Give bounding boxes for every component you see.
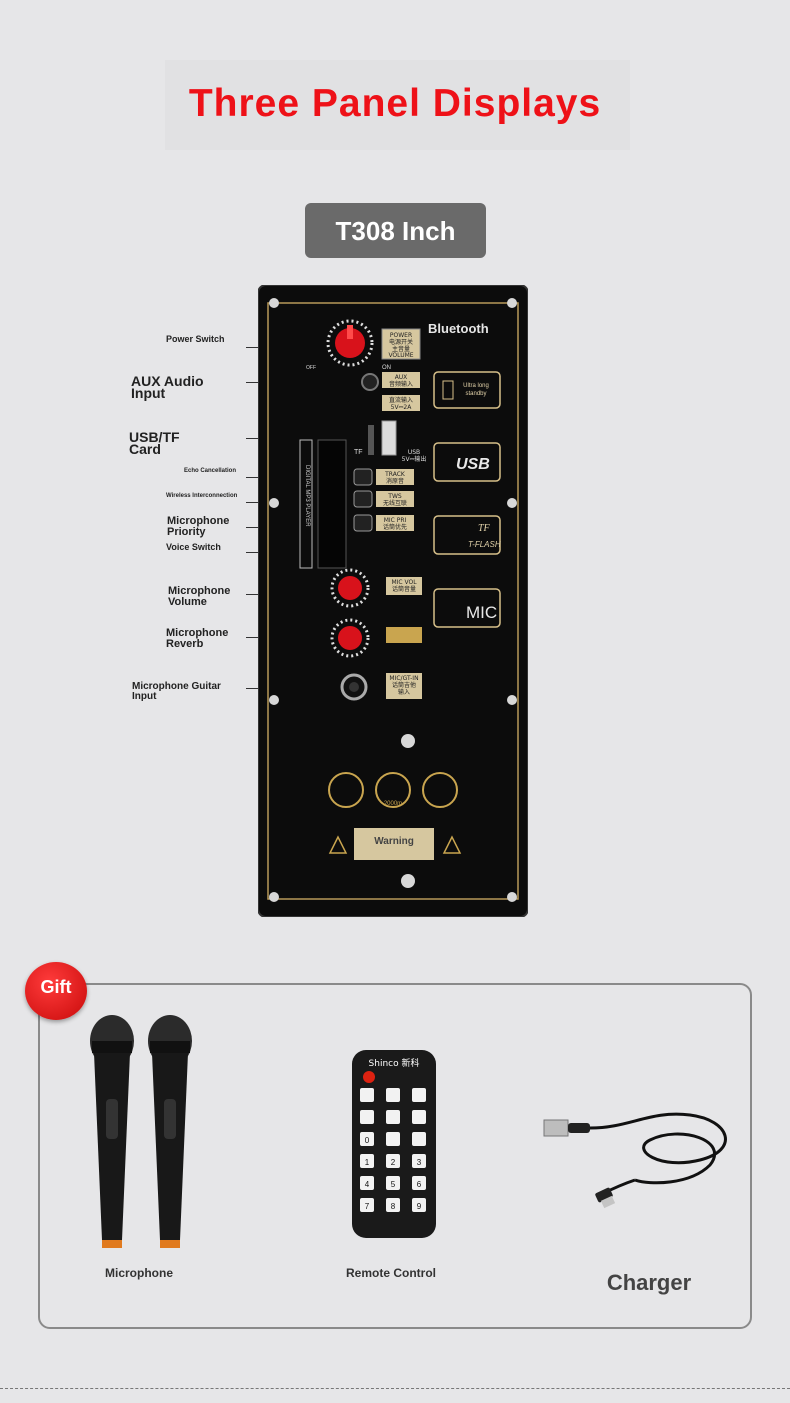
power-knob[interactable]	[335, 328, 365, 358]
title-band	[165, 60, 630, 150]
callout-mic-priority: Microphone Priority	[167, 515, 230, 538]
svg-text:TF: TF	[354, 449, 363, 456]
size-badge: T308 Inch	[305, 203, 486, 258]
callout-mic-volume: Microphone Volume	[168, 585, 231, 608]
svg-text:DIGITAL MP3 PLAYER: DIGITAL MP3 PLAYER	[304, 465, 310, 527]
gift-box	[38, 983, 752, 1329]
svg-text:MIC: MIC	[466, 603, 497, 622]
svg-text:USB: USB	[456, 456, 490, 473]
mic-reverb-knob[interactable]	[338, 626, 362, 650]
dashed-divider	[0, 1388, 790, 1389]
aux-jack[interactable]	[361, 373, 379, 391]
track-button[interactable]	[353, 468, 373, 486]
callout-wireless: Wireless Interconnection	[166, 493, 238, 499]
tf-slot[interactable]	[368, 425, 374, 455]
remote-key: 5	[391, 1180, 396, 1189]
charger-cable-icon	[543, 1112, 727, 1209]
tws-button[interactable]	[353, 490, 373, 508]
svg-text:T-FLASH: T-FLASH	[468, 540, 501, 549]
bluetooth-label: Bluetooth	[428, 321, 489, 336]
remote-key: 8	[391, 1202, 396, 1211]
callout-power-switch: Power Switch	[166, 334, 225, 344]
callout-mic-reverb: Microphone Reverb	[166, 627, 229, 650]
remote-key: 1	[365, 1158, 370, 1167]
svg-text:TF: TF	[478, 523, 491, 534]
callout-usb-tf: USB/TF Card	[129, 429, 180, 457]
microphone-icon	[90, 1015, 192, 1248]
svg-text:ON: ON	[382, 365, 391, 371]
item-label-charger: Charger	[606, 1270, 692, 1295]
remote-brand: Shinco 新科	[369, 1057, 420, 1069]
remote-key: 2	[391, 1158, 396, 1167]
remote-key: 0	[365, 1136, 370, 1145]
mic-priority-button[interactable]	[353, 514, 373, 532]
page-title: Three Panel Displays	[188, 82, 602, 125]
gift-badge: Gift	[25, 962, 87, 1020]
remote-control-icon: Shinco 新科 0 1 2 3 4 5 6 7 8 9	[352, 1050, 436, 1238]
callout-voice-switch: Voice Switch	[166, 542, 221, 552]
callout-aux-input: AUX Audio Input	[131, 373, 204, 401]
remote-key: 4	[365, 1180, 370, 1189]
svg-text:Warning: Warning	[374, 836, 414, 847]
remote-key: 6	[417, 1180, 422, 1189]
item-label-remote-control: Remote Control	[346, 1266, 436, 1280]
svg-text:2000m: 2000m	[384, 801, 402, 807]
item-label-microphone: Microphone	[105, 1266, 173, 1280]
mic-volume-knob[interactable]	[338, 576, 362, 600]
remote-key: 9	[417, 1202, 422, 1211]
svg-text:OFF: OFF	[306, 365, 316, 371]
usb-port[interactable]	[381, 420, 397, 456]
callout-echo: Echo Cancellation	[184, 468, 237, 474]
remote-key: 3	[417, 1158, 422, 1167]
callout-guitar-input: Microphone Guitar Input	[132, 681, 221, 702]
remote-key: 7	[365, 1202, 370, 1211]
